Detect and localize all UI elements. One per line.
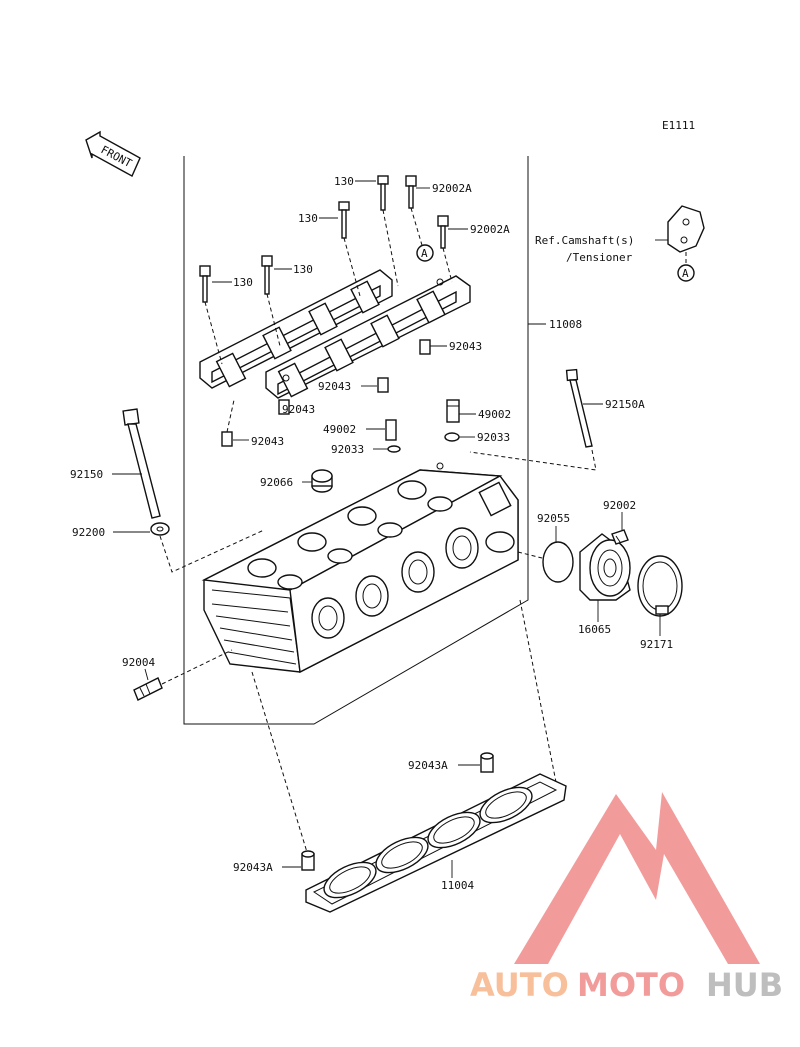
label-92200: 92200 (72, 526, 105, 539)
bolt-130-a (377, 175, 389, 211)
label-11004: 11004 (441, 879, 474, 892)
plug-49002-a (446, 399, 460, 423)
gasket-92171 (637, 555, 683, 617)
label-130-c: 130 (233, 276, 253, 289)
label-92066: 92066 (260, 476, 293, 489)
plug-49002-b (385, 419, 397, 441)
label-92150: 92150 (70, 468, 103, 481)
assembly-frame (183, 156, 529, 725)
label-16065: 16065 (578, 623, 611, 636)
reference-line-1: Ref.Camshaft(s) (535, 234, 634, 247)
bolt-130-b (338, 201, 350, 239)
stud-92004 (133, 677, 163, 701)
watermark-moto: MOTO (577, 966, 685, 1004)
label-49002-b: 49002 (323, 423, 356, 436)
oring-92033-b (387, 445, 401, 453)
dowel-92043-d (221, 431, 233, 447)
camshaft-holder-lower (265, 275, 471, 399)
oring-92033-a (444, 432, 460, 442)
label-92055: 92055 (537, 512, 570, 525)
tensioner-bracket-icon (667, 205, 705, 253)
stud-92150 (122, 408, 161, 519)
housing-16065 (579, 533, 631, 601)
dowel-92043-b (377, 377, 389, 393)
svg-text:A: A (682, 267, 689, 280)
screw-92002 (611, 529, 629, 545)
label-92150a: 92150A (605, 398, 645, 411)
watermark-auto: AUTO (470, 966, 569, 1004)
label-130-b: 130 (298, 212, 318, 225)
washer-92200 (150, 522, 170, 536)
label-92043-a: 92043 (449, 340, 482, 353)
diagram-code: E1111 (662, 119, 695, 132)
bolt-92002a-1 (405, 175, 417, 209)
label-49002-a: 49002 (478, 408, 511, 421)
label-92043-b: 92043 (318, 380, 351, 393)
label-11008: 11008 (549, 318, 582, 331)
stud-92150a (565, 368, 593, 448)
marker-a-reference: A (677, 264, 695, 282)
label-92004: 92004 (122, 656, 155, 669)
dowel-92043A-bottom (301, 850, 315, 871)
oring-92055 (542, 541, 574, 583)
label-92033-b: 92033 (331, 443, 364, 456)
bolt-92002a-2 (437, 215, 449, 249)
label-92002: 92002 (603, 499, 636, 512)
label-92043A-top: 92043A (408, 759, 448, 772)
label-92043A-bottom: 92043A (233, 861, 273, 874)
dowel-92043-c (278, 399, 290, 415)
label-130-d: 130 (293, 263, 313, 276)
label-92033-a: 92033 (477, 431, 510, 444)
dowel-92043-a (419, 339, 431, 355)
label-130-a: 130 (334, 175, 354, 188)
head-gasket-11004 (305, 773, 567, 913)
watermark-hub: HUB (706, 966, 783, 1004)
watermark-logo: AUTO MOTO HUB (470, 792, 783, 1004)
reference-line-2: /Tensioner (566, 251, 633, 264)
camshaft-holder-upper (199, 269, 393, 389)
plug-92066 (311, 469, 333, 493)
label-92002a-2: 92002A (470, 223, 510, 236)
label-92043-c: 92043 (282, 403, 315, 416)
label-92043-d: 92043 (251, 435, 284, 448)
bolt-130-d (261, 255, 273, 295)
marker-a-camshaft: A (416, 244, 434, 262)
bolt-130-c (199, 265, 211, 303)
label-92002a-1: 92002A (432, 182, 472, 195)
cylinder-head (201, 462, 519, 674)
label-92171: 92171 (640, 638, 673, 651)
svg-text:A: A (421, 247, 428, 260)
front-arrow-icon: FRONT (85, 130, 141, 177)
dowel-92043A-top (480, 752, 494, 773)
